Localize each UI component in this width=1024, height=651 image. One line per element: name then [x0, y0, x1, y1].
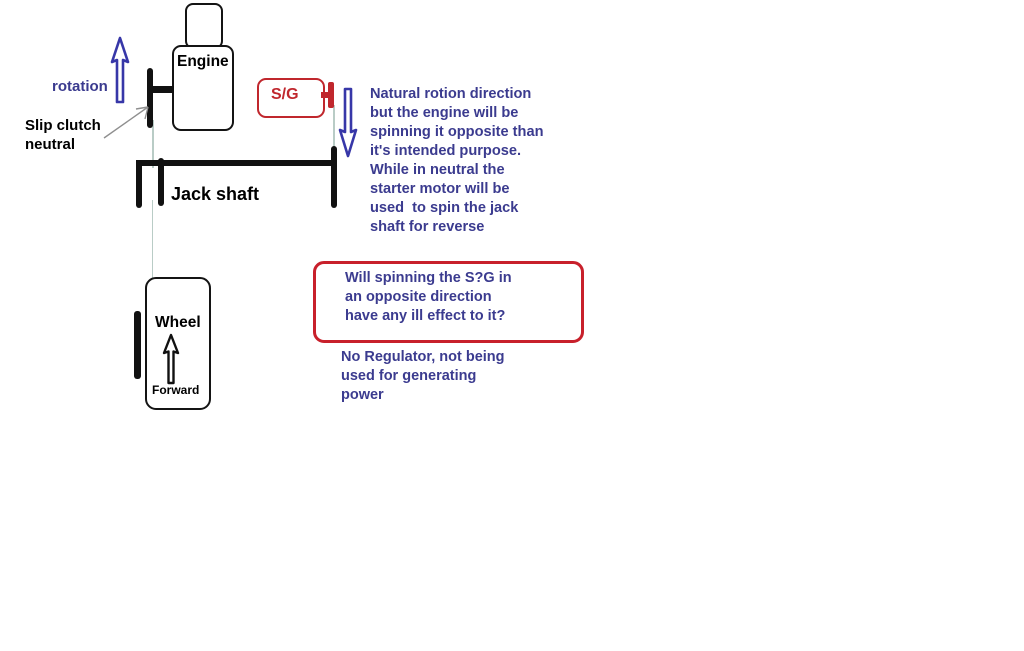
jack-shaft-label: Jack shaft: [171, 184, 260, 204]
starter-generator-box: [257, 78, 325, 118]
wheel-pulley: [134, 311, 141, 379]
wheel-forward-label: Forward: [152, 383, 200, 397]
wheel-forward-up-arrow-icon: [162, 333, 180, 385]
regulator-note: No Regulator, not being used for generat…: [341, 349, 505, 403]
jack-shaft-pulley-right: [331, 146, 337, 208]
engine-air-cleaner: [185, 3, 223, 49]
belt-sg-to-jackshaft: [333, 105, 335, 157]
slip-clutch-pulley: [147, 68, 153, 128]
slip-clutch-leader-arrow-icon: [103, 106, 149, 139]
question-callout-box: [313, 261, 584, 343]
wheel-box: [145, 277, 211, 410]
sg-output-shaft: [321, 92, 333, 98]
starter-generator-label: S/G: [271, 86, 299, 103]
rotation-label: rotation: [52, 78, 108, 95]
engine-output-shaft: [150, 86, 174, 93]
sg-pulley: [328, 82, 334, 108]
jack-shaft-pulley-left-inner: [158, 158, 164, 206]
engine-label: Engine: [177, 53, 229, 70]
jack-shaft-pulley-left-outer: [136, 160, 142, 208]
sg-rotation-down-arrow-icon: [338, 87, 358, 158]
engine-rotation-up-arrow-icon: [110, 36, 130, 104]
question-note: Will spinning the S?G in an opposite dir…: [345, 270, 512, 324]
jack-shaft-bar: [136, 160, 336, 166]
natural-rotation-note: Natural rotion direction but the engine …: [370, 86, 544, 235]
slip-clutch-label: Slip clutch neutral: [25, 117, 101, 154]
wheel-label: Wheel: [155, 314, 201, 331]
belt-engine-to-jackshaft: [152, 120, 154, 168]
